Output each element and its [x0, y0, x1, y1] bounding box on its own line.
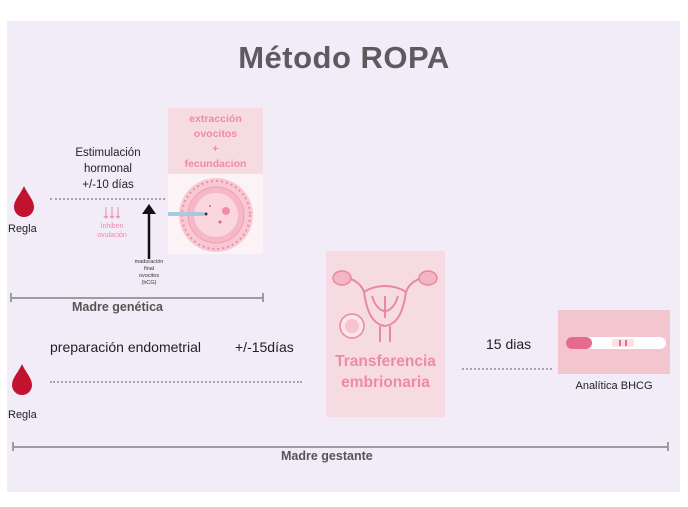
madre-gestante-label: Madre gestante	[281, 449, 373, 463]
wait-days-label: 15 dias	[486, 336, 532, 352]
bracket-end	[10, 293, 12, 302]
bracket-end	[12, 442, 14, 451]
preparation-dotted-line	[50, 381, 302, 383]
extraction-label: extracción ovocitos + fecundacion	[184, 113, 247, 170]
madre-genetica-bracket	[10, 297, 263, 299]
test-label: Analítica BHCG	[575, 380, 653, 392]
preparation-days-label: +/-15días	[235, 339, 294, 355]
blood-drop-icon	[14, 186, 34, 217]
stimulation-dotted-line	[50, 198, 165, 200]
madre-gestante-bracket	[12, 446, 669, 448]
bracket-end	[667, 442, 669, 451]
regla-label-top: Regla	[8, 223, 37, 235]
wait-dotted-line	[462, 368, 552, 370]
uterus-icon	[332, 270, 438, 342]
regla-label-bottom: Regla	[8, 409, 37, 421]
maturation-label: maduración final ovocitos (hCG)	[134, 259, 164, 286]
madre-genetica-label: Madre genética	[72, 300, 164, 314]
stimulation-label: Estimulación hormonal +/-10 días	[75, 147, 141, 191]
egg-cell-icon	[168, 174, 263, 254]
bracket-end	[262, 293, 264, 302]
blood-drop-icon	[12, 364, 32, 395]
transfer-label: Transferencia embrionaria	[335, 353, 436, 391]
preparation-label: preparación endometrial	[50, 339, 201, 355]
diagram-title: Método ROPA	[238, 40, 450, 75]
down-arrows-icon	[103, 207, 121, 219]
arrow-up-icon	[142, 204, 156, 259]
inhibition-label: Inhiben ovulación	[97, 223, 127, 239]
pregnancy-test-icon	[558, 310, 670, 374]
extraction-box	[168, 108, 263, 174]
